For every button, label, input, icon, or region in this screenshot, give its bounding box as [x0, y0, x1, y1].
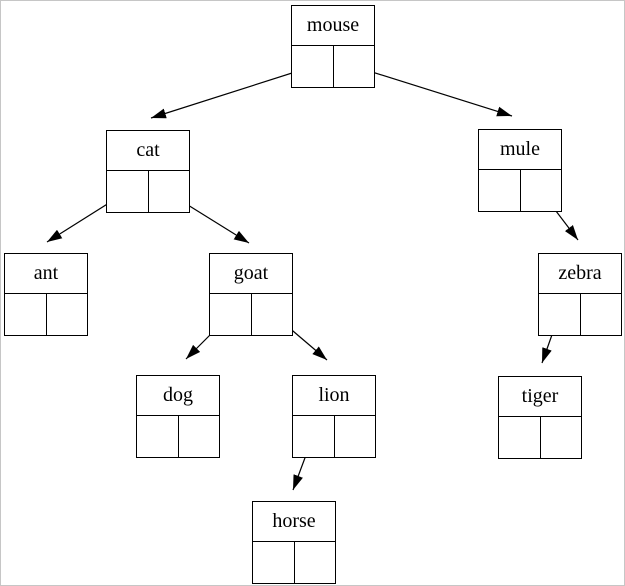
node-goat-right-pointer-cell — [252, 294, 293, 335]
node-goat-label: goat — [210, 254, 292, 294]
node-dog-left-pointer-cell — [137, 416, 179, 457]
node-mule-right-pointer-cell — [521, 170, 562, 211]
node-zebra-cells — [539, 294, 621, 335]
node-tiger: tiger — [498, 376, 582, 459]
node-horse: horse — [252, 501, 336, 584]
node-horse-cells — [253, 542, 335, 583]
node-mouse: mouse — [291, 5, 375, 88]
node-mouse-left-pointer-cell — [292, 46, 334, 87]
node-ant-right-pointer-cell — [47, 294, 88, 335]
node-mule: mule — [478, 129, 562, 212]
node-ant-cells — [5, 294, 87, 335]
node-mouse-right-pointer-cell — [334, 46, 375, 87]
node-tiger-label: tiger — [499, 377, 581, 417]
node-mule-cells — [479, 170, 561, 211]
node-cat-left-pointer-cell — [107, 171, 149, 212]
node-cat-label: cat — [107, 131, 189, 171]
node-ant-label: ant — [5, 254, 87, 294]
node-horse-label: horse — [253, 502, 335, 542]
edge-mouse-right-mule — [352, 65, 513, 117]
node-mouse-cells — [292, 46, 374, 87]
node-cat-right-pointer-cell — [149, 171, 190, 212]
node-tiger-left-pointer-cell — [499, 417, 541, 458]
node-lion-right-pointer-cell — [335, 416, 376, 457]
node-zebra-right-pointer-cell — [581, 294, 622, 335]
node-goat-cells — [210, 294, 292, 335]
node-mouse-label: mouse — [292, 6, 374, 46]
node-dog: dog — [136, 375, 220, 458]
node-zebra: zebra — [538, 253, 622, 336]
node-tiger-right-pointer-cell — [541, 417, 582, 458]
node-horse-left-pointer-cell — [253, 542, 295, 583]
node-dog-right-pointer-cell — [179, 416, 220, 457]
node-goat: goat — [209, 253, 293, 336]
node-ant-left-pointer-cell — [5, 294, 47, 335]
node-lion-left-pointer-cell — [293, 416, 335, 457]
node-lion-label: lion — [293, 376, 375, 416]
node-lion-cells — [293, 416, 375, 457]
node-lion: lion — [292, 375, 376, 458]
node-zebra-left-pointer-cell — [539, 294, 581, 335]
node-dog-label: dog — [137, 376, 219, 416]
node-zebra-label: zebra — [539, 254, 621, 294]
node-cat-cells — [107, 171, 189, 212]
node-goat-left-pointer-cell — [210, 294, 252, 335]
node-mule-label: mule — [479, 130, 561, 170]
node-tiger-cells — [499, 417, 581, 458]
node-ant: ant — [4, 253, 88, 336]
edge-mouse-left-cat — [150, 65, 315, 119]
node-mule-left-pointer-cell — [479, 170, 521, 211]
node-cat: cat — [106, 130, 190, 213]
node-dog-cells — [137, 416, 219, 457]
node-horse-right-pointer-cell — [295, 542, 336, 583]
